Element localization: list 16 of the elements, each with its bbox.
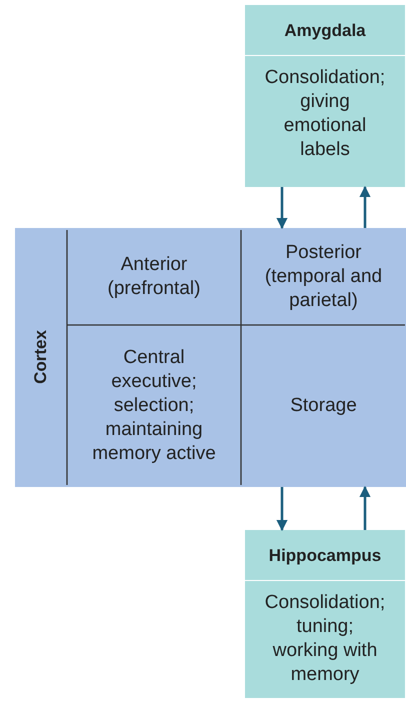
box-heading: Amygdala xyxy=(245,5,405,56)
box-description: Consolidation; tuning; working with memory xyxy=(264,591,386,687)
box-description: Consolidation; giving emotional labels xyxy=(264,66,386,162)
cell-text: Storage xyxy=(290,394,357,418)
arrow xyxy=(359,186,371,228)
hippocampus-box xyxy=(245,530,405,698)
box-heading: Hippocampus xyxy=(245,530,405,581)
arrow xyxy=(359,486,371,530)
cortex-band xyxy=(15,228,406,487)
cell-text: Anterior (prefrontal) xyxy=(106,252,202,300)
cell-text: Central executive; selection; maintaining memory active xyxy=(91,346,217,466)
cell-text: Posterior (temporal and parietal) xyxy=(264,240,384,312)
amygdala-box xyxy=(245,5,405,187)
vertical-label: Cortex xyxy=(30,330,51,384)
arrow xyxy=(276,487,288,532)
arrow xyxy=(276,187,288,230)
